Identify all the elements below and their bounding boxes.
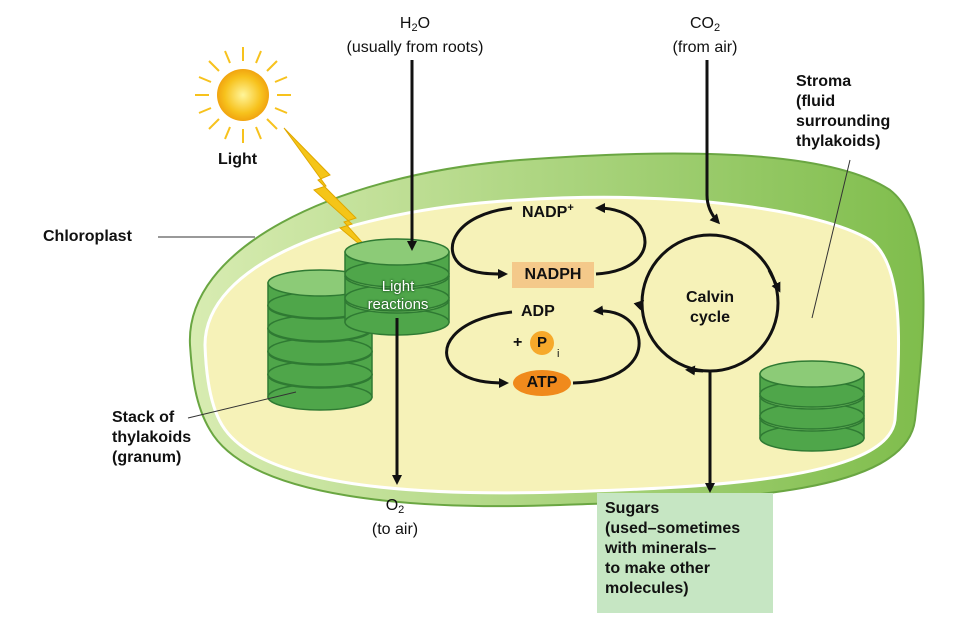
sun-icon bbox=[195, 47, 291, 143]
sugars-box: Sugars (used–sometimes with minerals– to… bbox=[597, 493, 773, 613]
light-reactions-label: Light reactions bbox=[367, 278, 429, 313]
stroma-label: Stroma (fluid surrounding thylakoids) bbox=[796, 73, 891, 150]
phosphate-subscript: i bbox=[557, 348, 560, 360]
stroma-leader bbox=[811, 159, 851, 319]
plus-sign: + bbox=[513, 334, 523, 351]
co2-arrow bbox=[705, 60, 721, 225]
nadp-plus-label: NADP+ bbox=[522, 202, 574, 221]
o2-label: O2 (to air) bbox=[371, 497, 419, 538]
phosphate-icon: P bbox=[530, 331, 554, 355]
o2-note: (to air) bbox=[371, 521, 419, 538]
light-label: Light bbox=[218, 151, 258, 168]
nadph-cycle-loop bbox=[451, 206, 513, 279]
h2o-label: H2O (usually from roots) bbox=[346, 15, 484, 56]
stack-of-thylakoids-label: Stack of thylakoids (granum) bbox=[112, 409, 192, 466]
h2o-note: (usually from roots) bbox=[346, 39, 484, 56]
adp-label: ADP bbox=[521, 303, 555, 320]
thylakoid-stack-right bbox=[759, 360, 865, 452]
chloroplast-label: Chloroplast bbox=[43, 228, 132, 245]
stack-leader bbox=[187, 391, 297, 419]
atp-oval: ATP bbox=[513, 370, 571, 396]
calvin-cycle-label: Calvin cycle bbox=[685, 289, 734, 326]
nadph-box: NADPH bbox=[512, 262, 594, 288]
atp-cycle-loop bbox=[445, 310, 513, 388]
co2-note: (from air) bbox=[672, 39, 738, 56]
co2-label: CO2 (from air) bbox=[672, 15, 738, 56]
